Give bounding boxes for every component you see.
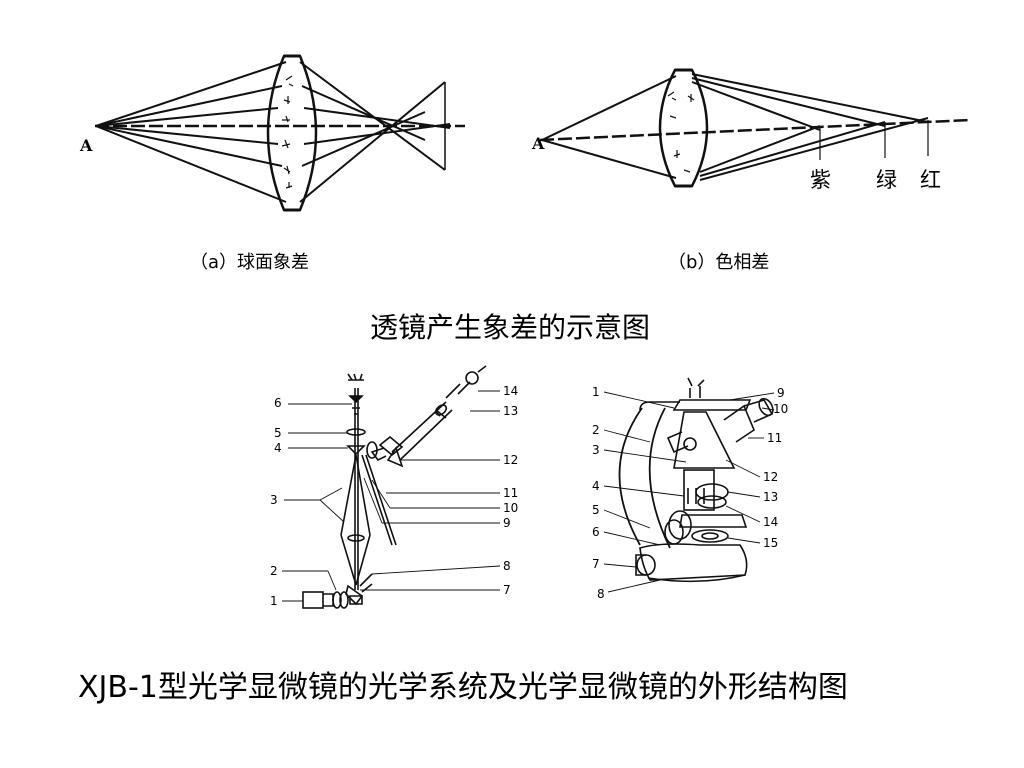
- optical-label-7: 7: [503, 583, 511, 597]
- microscope-exterior-diagram: [618, 377, 774, 583]
- green-label: 绿: [876, 168, 897, 192]
- microscope-figure-title: XJB-1型光学显微镜的光学系统及光学显微镜的外形结构图: [78, 670, 848, 705]
- spherical-aberration-diagram: [95, 54, 465, 212]
- exterior-label-3: 3: [592, 443, 600, 457]
- red-label: 红: [920, 168, 941, 192]
- exterior-label-14: 14: [763, 515, 779, 529]
- exterior-leaders: [603, 391, 775, 593]
- optical-label-1: 1: [270, 594, 278, 608]
- exterior-label-6: 6: [592, 525, 600, 539]
- optical-label-5: 5: [274, 426, 282, 440]
- exterior-label-5: 5: [592, 503, 600, 517]
- optical-label-8: 8: [503, 559, 511, 573]
- chromatic-point-a-label: A: [531, 134, 545, 153]
- optical-label-2: 2: [270, 564, 278, 578]
- optical-label-11: 11: [503, 486, 519, 500]
- spherical-aberration-caption: （a）球面象差: [190, 252, 310, 273]
- exterior-label-4: 4: [592, 479, 600, 493]
- optical-label-9: 9: [503, 516, 511, 530]
- optical-label-10: 10: [503, 501, 519, 515]
- exterior-label-12: 12: [763, 470, 779, 484]
- exterior-label-10: 10: [773, 402, 789, 416]
- exterior-label-11: 11: [767, 431, 783, 445]
- exterior-label-2: 2: [592, 423, 600, 437]
- optical-label-12: 12: [503, 453, 519, 467]
- optical-label-3: 3: [270, 493, 278, 507]
- spherical-point-a-label: A: [79, 136, 93, 155]
- optical-label-13: 13: [503, 404, 519, 418]
- optical-label-14: 14: [503, 384, 519, 398]
- chromatic-aberration-caption: （b）色相差: [668, 252, 770, 273]
- exterior-label-7: 7: [592, 557, 600, 571]
- exterior-label-13: 13: [763, 490, 779, 504]
- chromatic-aberration-diagram: [539, 68, 971, 188]
- exterior-label-8: 8: [597, 587, 605, 601]
- exterior-label-15: 15: [763, 536, 779, 550]
- optical-label-6: 6: [274, 396, 282, 410]
- optical-system-leaders: [282, 390, 501, 602]
- optical-system-diagram: [302, 365, 487, 609]
- exterior-label-1: 1: [592, 385, 600, 399]
- exterior-label-9: 9: [777, 386, 785, 400]
- aberration-figure-title: 透镜产生象差的示意图: [370, 311, 651, 344]
- violet-label: 紫: [810, 168, 831, 192]
- optical-label-4: 4: [274, 441, 282, 455]
